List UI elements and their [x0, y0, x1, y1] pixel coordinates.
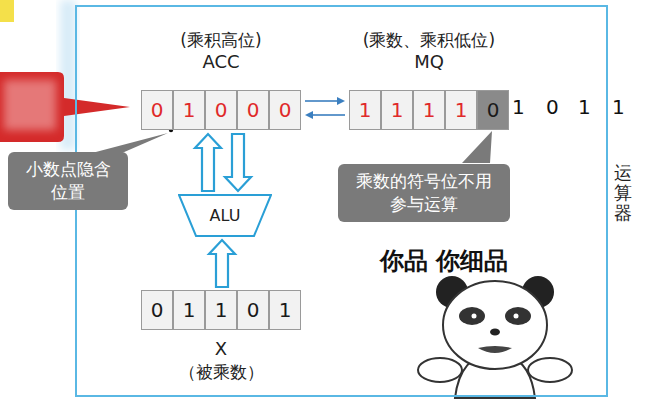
register-name: ACC — [139, 51, 303, 73]
register: (乘数、乘积低位)MQ11110 — [347, 30, 511, 131]
yellow-tab — [0, 0, 14, 22]
bit-cell: 1 — [205, 290, 237, 330]
bit-value: 0 — [247, 98, 260, 122]
alu-unit-frame: 运算器(乘积高位)ACC01000(乘数、乘积低位)MQ11110ALUX（被乘… — [75, 5, 608, 397]
callout-box: 小数点隐含位置 — [8, 152, 128, 210]
bit-value: 0 — [151, 298, 164, 322]
bit-value: 1 — [183, 98, 196, 122]
sign-bit-cell: 0 — [477, 90, 509, 130]
bit-value: 0 — [546, 95, 559, 119]
bit-value: 0 — [247, 298, 260, 322]
bit-value: 0 — [215, 98, 228, 122]
register-role: (乘数、乘积低位) — [347, 30, 511, 51]
bit-cell: 0 — [141, 90, 173, 130]
bit-cell: 1 — [413, 90, 445, 130]
bit-cell: 0 — [205, 90, 237, 130]
bit-value: 1 — [512, 95, 525, 119]
bit-value: 1 — [612, 95, 625, 119]
alu-block: ALU — [178, 194, 272, 237]
bit-cell: 1 — [173, 290, 205, 330]
unit-title: 运算器 — [614, 163, 632, 222]
bit-cell: 1 — [445, 90, 477, 130]
bit-value: 1 — [215, 298, 228, 322]
bit-value: 1 — [279, 298, 292, 322]
bit-cell: 0 — [237, 290, 269, 330]
bit-cell: 1 — [349, 90, 381, 130]
bit-value: 0 — [151, 98, 164, 122]
bit-value: 1 — [359, 98, 372, 122]
register: X（被乘数）01101 — [139, 290, 303, 390]
bit-value: 1 — [183, 298, 196, 322]
panda-meme — [418, 276, 572, 398]
bit-value: 1 — [455, 98, 468, 122]
bit-cell: 0 — [237, 90, 269, 130]
bit-cell: 0 — [141, 290, 173, 330]
bit-cell: 1 — [269, 290, 301, 330]
register-name: MQ — [347, 51, 511, 73]
red-callout-arrow — [0, 72, 130, 142]
bit-cell: 0 — [269, 90, 301, 130]
register-role: （被乘数） — [139, 360, 303, 384]
bit-value: 1 — [423, 98, 436, 122]
callout-box: 乘数的符号位不用参与运算 — [338, 164, 510, 222]
blurred-text — [4, 80, 56, 130]
bus-arrow — [225, 134, 251, 191]
meme-caption: 你品 你细品 — [380, 245, 508, 277]
register: (乘积高位)ACC01000 — [139, 30, 303, 131]
callout-pointer — [462, 131, 492, 163]
callout-text: 乘数的符号位不用参与运算 — [348, 170, 500, 216]
data-transfer-arrow — [305, 97, 345, 105]
bit-value: 1 — [391, 98, 404, 122]
bit-value: 0 — [487, 98, 500, 122]
bus-arrow — [209, 240, 235, 287]
callout-text: 小数点隐含位置 — [18, 158, 118, 204]
register-role: (乘积高位) — [139, 30, 303, 51]
callout-pointer — [92, 133, 168, 153]
bit-value: 1 — [578, 95, 591, 119]
data-transfer-arrow — [305, 111, 345, 119]
register-name: X — [139, 338, 303, 360]
bit-cell: 1 — [381, 90, 413, 130]
bus-arrow — [195, 134, 221, 191]
alu-label: ALU — [210, 206, 241, 225]
bit-cell: 1 — [173, 90, 205, 130]
bit-value: 0 — [279, 98, 292, 122]
